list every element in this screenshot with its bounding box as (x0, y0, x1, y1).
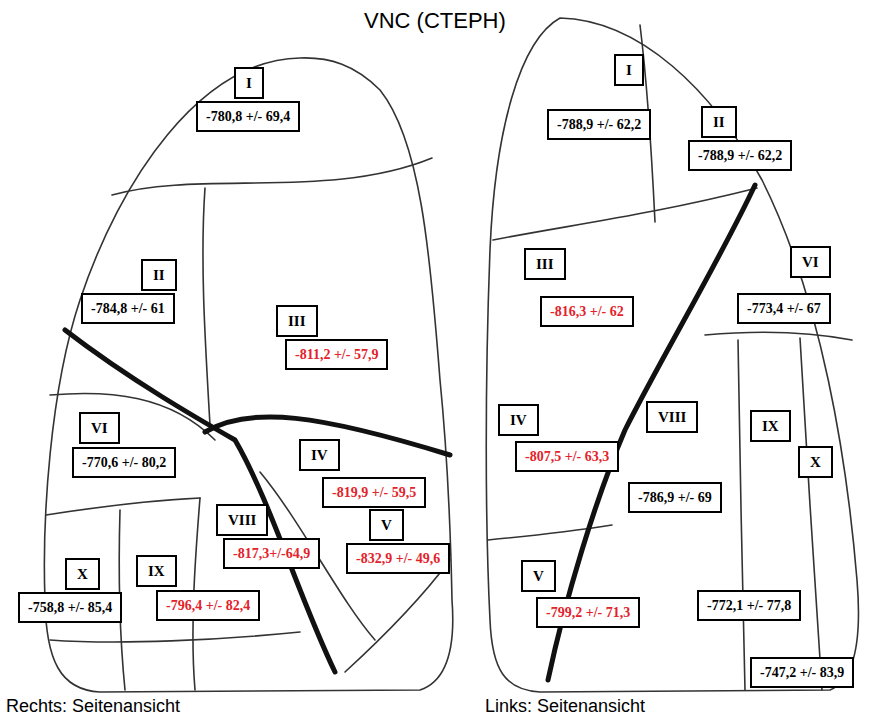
segment-number: I (626, 61, 632, 79)
segment-number-box: IV (498, 404, 539, 436)
density-value: -799,2 +/- 71,3 (546, 604, 630, 621)
density-value-box: -817,3+/-64,9 (223, 538, 320, 569)
view-caption: Rechts: Seitenansicht (6, 696, 180, 717)
segment-number: V (533, 567, 544, 585)
segment-number-box: I (234, 67, 264, 99)
density-value: -807,5 +/- 63,3 (525, 448, 609, 465)
density-value-box: -796,4 +/- 82,4 (156, 590, 260, 621)
segment-number: IV (510, 411, 527, 429)
segment-number: VI (802, 253, 819, 271)
segment-number: VIII (658, 408, 686, 426)
segment-number-box: III (524, 248, 566, 280)
density-value: -758,8 +/- 85,4 (28, 599, 112, 616)
segment-number: VIII (228, 511, 256, 529)
segment-line (203, 188, 210, 425)
segment-number-box: VI (790, 246, 831, 278)
density-value: -817,3+/-64,9 (233, 545, 310, 562)
density-value: -786,9 +/- 69 (638, 489, 712, 506)
density-value-box: -832,9 +/- 49,6 (346, 543, 450, 574)
segment-number-box: V (521, 560, 556, 592)
density-value-box: -758,8 +/- 85,4 (18, 592, 122, 623)
density-value: -832,9 +/- 49,6 (356, 550, 440, 567)
density-value-box: -788,9 +/- 62,2 (547, 109, 651, 140)
density-value: -788,9 +/- 62,2 (698, 147, 782, 164)
segment-number-box: X (798, 446, 833, 478)
density-value-box: -811,2 +/- 57,9 (285, 339, 388, 370)
density-value-box: -780,8 +/- 69,4 (196, 101, 300, 132)
segment-number-box: IX (750, 410, 791, 442)
density-value: -816,3 +/- 62 (550, 303, 624, 320)
segment-number: IX (762, 417, 779, 435)
segment-number-box: IX (136, 555, 177, 587)
segment-number: IX (148, 562, 165, 580)
density-value-box: -786,9 +/- 69 (628, 482, 722, 513)
segment-line (112, 158, 432, 195)
segment-number-box: V (369, 509, 404, 541)
segment-number-box: II (141, 259, 177, 291)
segment-number-box: IV (299, 439, 340, 471)
segment-number-box: X (65, 558, 100, 590)
density-value: -770,6 +/- 80,2 (82, 454, 166, 471)
density-value-box: -799,2 +/- 71,3 (536, 597, 640, 628)
density-value-box: -788,9 +/- 62,2 (688, 140, 792, 171)
diagram-title: VNC (CTEPH) (364, 8, 506, 34)
segment-number: IV (311, 446, 328, 464)
segment-number-box: VIII (646, 401, 698, 433)
segment-number: X (77, 565, 88, 583)
segment-number: III (536, 255, 554, 273)
segment-line (705, 332, 852, 340)
segment-number: V (381, 516, 392, 534)
density-value: -811,2 +/- 57,9 (295, 346, 378, 363)
segment-line (345, 560, 450, 672)
segment-number-box: VIII (216, 504, 268, 536)
density-value: -772,1 +/- 77,8 (707, 597, 791, 614)
density-value-box: -816,3 +/- 62 (540, 296, 634, 327)
density-value-box: -770,6 +/- 80,2 (72, 447, 176, 478)
density-value-box: -747,2 +/- 83,9 (750, 657, 854, 688)
segment-line (800, 338, 822, 690)
segment-line (50, 632, 300, 642)
density-value: -773,4 +/- 67 (747, 300, 821, 317)
density-value: -788,9 +/- 62,2 (557, 116, 641, 133)
density-value: -784,8 +/- 61 (91, 300, 165, 317)
density-value-box: -773,4 +/- 67 (737, 293, 831, 324)
density-value-box: -807,5 +/- 63,3 (515, 441, 619, 472)
density-value: -780,8 +/- 69,4 (206, 108, 290, 125)
density-value: -819,9 +/- 59,5 (332, 484, 416, 501)
segment-number-box: VI (79, 412, 120, 444)
left-lung-outline (486, 18, 858, 692)
segment-line (46, 498, 200, 515)
segment-number-box: II (701, 106, 737, 138)
density-value-box: -784,8 +/- 61 (81, 293, 175, 324)
segment-number: X (810, 453, 821, 471)
segment-number: VI (91, 419, 108, 437)
segment-line (488, 525, 612, 540)
segment-line (493, 188, 757, 240)
segment-number: III (288, 312, 306, 330)
density-value-box: -819,9 +/- 59,5 (322, 477, 426, 508)
segment-number-box: I (614, 54, 644, 86)
segment-number-box: III (276, 305, 318, 337)
segment-line (738, 340, 745, 690)
segment-number: II (713, 113, 725, 131)
segment-number: II (153, 266, 165, 284)
view-caption: Links: Seitenansicht (485, 696, 645, 717)
density-value: -747,2 +/- 83,9 (760, 664, 844, 681)
density-value: -796,4 +/- 82,4 (166, 597, 250, 614)
segment-number: I (246, 74, 252, 92)
density-value-box: -772,1 +/- 77,8 (697, 590, 801, 621)
